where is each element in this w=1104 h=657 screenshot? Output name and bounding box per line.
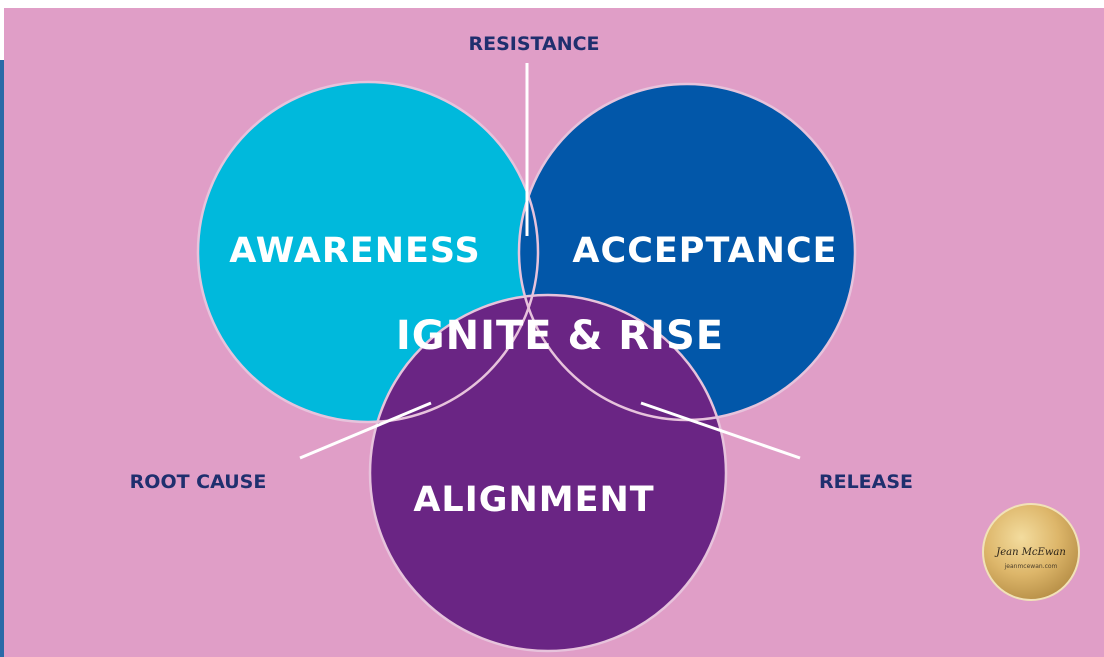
center-label: IGNITE & RISE <box>396 313 724 359</box>
root-cause-callout-line <box>299 401 432 460</box>
alignment-circle <box>370 295 726 651</box>
resistance-label: RESISTANCE <box>468 33 599 55</box>
awareness-outline <box>196 80 540 424</box>
alignment-outline <box>368 293 728 653</box>
acceptance-label: ACCEPTANCE <box>572 231 837 271</box>
badge-website: jeanmcewan.com <box>1004 563 1058 570</box>
release-callout-line <box>640 401 801 460</box>
badge-circle <box>982 503 1080 601</box>
release-label: RELEASE <box>819 471 913 493</box>
awareness-label: AWARENESS <box>229 231 481 271</box>
circle-outlines <box>196 80 857 653</box>
root-cause-label: ROOT CAUSE <box>130 471 267 493</box>
left-edge-strip <box>0 60 4 657</box>
brand-badge: Jean McEwan jeanmcewan.com <box>982 503 1080 601</box>
badge-signature: Jean McEwan <box>994 547 1066 558</box>
alignment-label: ALIGNMENT <box>413 480 654 520</box>
